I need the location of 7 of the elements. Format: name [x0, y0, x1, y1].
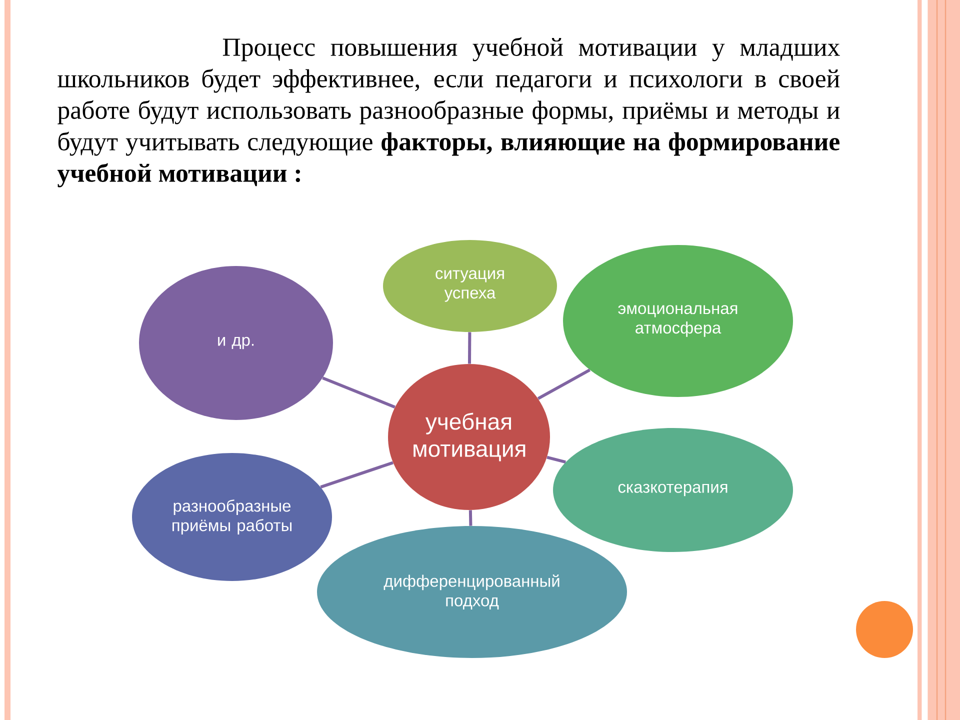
connector-line — [322, 376, 396, 408]
connector-line — [468, 332, 472, 364]
connector-line — [546, 456, 566, 464]
connector-line — [468, 510, 472, 526]
connector-line — [320, 461, 394, 488]
connector-line — [537, 368, 590, 400]
intro-paragraph: Процесс повышения учебной мотивации у младших школьников будет эффективнее, если педагоги и психологи в своей работе будут использовать разнообразные формы, приёмы и методы и будут учитывать следующие факторы, влияющие на формирование учебной мотивации : — [57, 37, 840, 188]
